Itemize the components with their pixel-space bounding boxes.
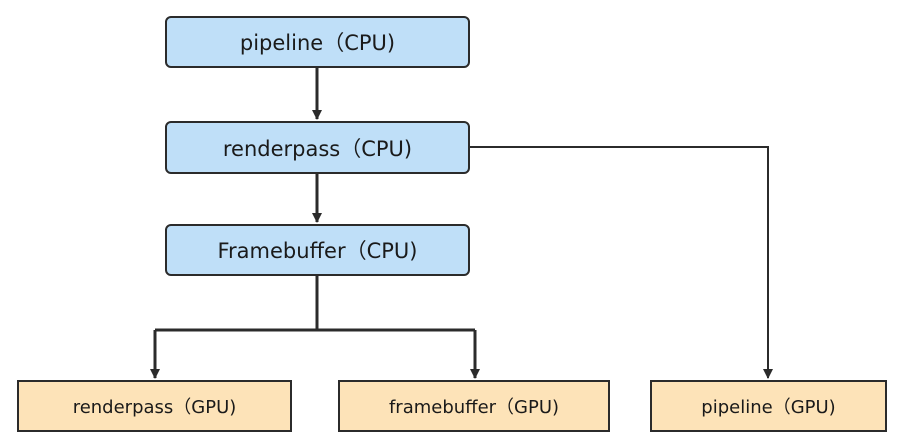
- node-label: framebuffer（GPU): [388, 397, 560, 418]
- node-label: Framebuffer（CPU): [217, 239, 418, 263]
- node-pipeline-gpu: pipeline（GPU): [650, 380, 887, 432]
- node-label: pipeline（GPU): [701, 397, 836, 418]
- arrow-renderpass-cpu-to-pipeline-gpu: [470, 146, 773, 379]
- node-label: pipeline（CPU): [239, 31, 396, 55]
- node-framebuffer-cpu: Framebuffer（CPU): [165, 224, 470, 276]
- connector-framebuffer-cpu-trunk: [155, 276, 475, 332]
- node-pipeline-cpu: pipeline（CPU): [165, 16, 470, 68]
- node-renderpass-cpu: renderpass（CPU): [165, 121, 470, 174]
- node-label: renderpass（CPU): [222, 136, 413, 161]
- node-renderpass-gpu: renderpass（GPU): [17, 380, 292, 432]
- node-label: renderpass（GPU): [72, 397, 237, 418]
- node-framebuffer-gpu: framebuffer（GPU): [338, 380, 610, 432]
